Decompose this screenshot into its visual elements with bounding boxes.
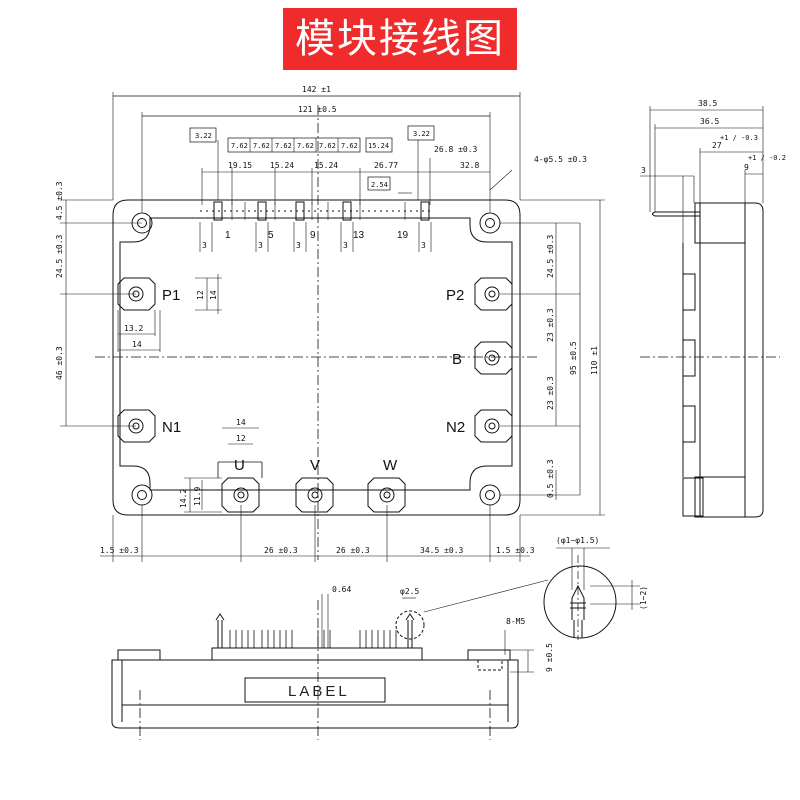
terminal-n1-label: N1 bbox=[162, 419, 181, 436]
dim-268: 26.8 ±0.3 bbox=[434, 145, 478, 154]
pin-detail bbox=[543, 547, 640, 640]
dim-45: 4.5 ±0.3 bbox=[55, 181, 64, 220]
mount-hole-tr bbox=[479, 212, 501, 234]
page-title-banner: 模块接线图 bbox=[283, 8, 517, 70]
dim-142-bottom: 14.2 bbox=[179, 489, 188, 508]
side-view bbox=[640, 106, 780, 518]
dim-385: 38.5 bbox=[698, 99, 717, 108]
dim-05: 0.5 ±0.3 bbox=[546, 459, 555, 498]
dim-26b: 26 ±0.3 bbox=[336, 546, 370, 555]
dim-pin-len: (1~2) bbox=[639, 586, 648, 610]
mount-hole-bl bbox=[131, 484, 153, 506]
dim-15b: 1.5 ±0.3 bbox=[496, 546, 535, 555]
pitch-762-2: 7.62 bbox=[253, 142, 270, 150]
dim-9-tol: +1 / -0.2 bbox=[748, 154, 786, 162]
dim-14-left: 14 bbox=[209, 290, 218, 300]
dim-2677: 26.77 bbox=[374, 161, 398, 170]
terminal-w bbox=[367, 477, 406, 513]
dim-27-tol: +1 / -0.3 bbox=[720, 134, 758, 142]
terminal-v bbox=[295, 477, 334, 513]
dim-119: 11.9 bbox=[193, 487, 202, 506]
dim-27: 27 bbox=[712, 141, 722, 150]
dim-3-side: 3 bbox=[641, 166, 646, 175]
dim-110: 110 ±1 bbox=[590, 346, 599, 375]
dim-25: φ2.5 bbox=[400, 587, 419, 596]
pin-1-label: 1 bbox=[225, 230, 231, 241]
terminal-u bbox=[221, 477, 260, 513]
dim-26a: 26 ±0.3 bbox=[264, 546, 298, 555]
dim-15a: 1.5 ±0.3 bbox=[100, 546, 139, 555]
label-plate-text: LABEL bbox=[288, 683, 350, 700]
dim-1915: 19.15 bbox=[228, 161, 252, 170]
pitch-762-1: 7.62 bbox=[231, 142, 248, 150]
dim-12-bottom: 12 bbox=[236, 434, 246, 443]
pin-5-label: 5 bbox=[268, 230, 274, 241]
module-outline bbox=[112, 199, 521, 516]
dim-245-left: 24.5 ±0.3 bbox=[55, 234, 64, 278]
svg-text:3: 3 bbox=[202, 241, 207, 250]
terminal-b-label: B bbox=[452, 351, 462, 368]
dim-345: 34.5 ±0.3 bbox=[420, 546, 464, 555]
dim-12-left: 12 bbox=[196, 290, 205, 300]
dim-9-side: 9 bbox=[744, 163, 749, 172]
terminal-v-label: V bbox=[310, 457, 320, 474]
label-plate bbox=[244, 677, 386, 703]
dim-46: 46 ±0.3 bbox=[55, 346, 64, 380]
dim-142: 142 ±1 bbox=[302, 85, 331, 94]
module-inner-body bbox=[119, 217, 513, 491]
pin-9-label: 9 bbox=[310, 230, 316, 241]
terminal-p2 bbox=[474, 277, 513, 311]
dim-14-bottom: 14 bbox=[236, 418, 246, 427]
pin-13-label: 13 bbox=[353, 230, 365, 241]
dim-1524a: 15.24 bbox=[270, 161, 294, 170]
terminal-b bbox=[474, 341, 513, 375]
mount-hole-br bbox=[479, 484, 501, 506]
dim-132: 13.2 bbox=[124, 324, 143, 333]
dim-121: 121 ±0.5 bbox=[298, 105, 337, 114]
pitch-762-4: 7.62 bbox=[297, 142, 314, 150]
dim-245-right: 24.5 ±0.3 bbox=[546, 234, 555, 278]
terminal-p2-label: P2 bbox=[446, 287, 464, 304]
pitch-762-6: 7.62 bbox=[341, 142, 358, 150]
svg-text:3: 3 bbox=[296, 241, 301, 250]
dim-pin-dia: (φ1~φ1.5) bbox=[556, 536, 599, 545]
dim-1524-box: 15.24 bbox=[368, 142, 389, 150]
dim-322a: 3.22 bbox=[195, 132, 212, 140]
terminal-u-label: U bbox=[234, 457, 245, 474]
dim-322b: 3.22 bbox=[413, 130, 430, 138]
pitch-762-3: 7.62 bbox=[275, 142, 292, 150]
terminal-n2 bbox=[474, 409, 513, 443]
pitch-762-5: 7.62 bbox=[319, 142, 336, 150]
terminal-p1-label: P1 bbox=[162, 287, 180, 304]
svg-text:3: 3 bbox=[421, 241, 426, 250]
dim-hole: 4-φ5.5 ±0.3 bbox=[534, 155, 587, 164]
terminal-w-label: W bbox=[383, 457, 398, 474]
dim-23b: 23 ±0.3 bbox=[546, 376, 555, 410]
front-view bbox=[111, 579, 549, 740]
dim-328: 32.8 bbox=[460, 161, 479, 170]
dim-23a: 23 ±0.3 bbox=[546, 308, 555, 342]
dim-9-front: 9 ±0.5 bbox=[545, 643, 554, 672]
dim-064: 0.64 bbox=[332, 585, 351, 594]
svg-text:3: 3 bbox=[258, 241, 263, 250]
dim-365: 36.5 bbox=[700, 117, 719, 126]
svg-text:3: 3 bbox=[343, 241, 348, 250]
dim-m5: 8-M5 bbox=[506, 617, 525, 626]
dim-95: 95 ±0.5 bbox=[569, 341, 578, 375]
pin-19-label: 19 bbox=[397, 230, 409, 241]
dim-254: 2.54 bbox=[371, 181, 388, 189]
dim-14b: 14 bbox=[132, 340, 142, 349]
dim-1524b: 15.24 bbox=[314, 161, 338, 170]
terminal-n2-label: N2 bbox=[446, 419, 465, 436]
